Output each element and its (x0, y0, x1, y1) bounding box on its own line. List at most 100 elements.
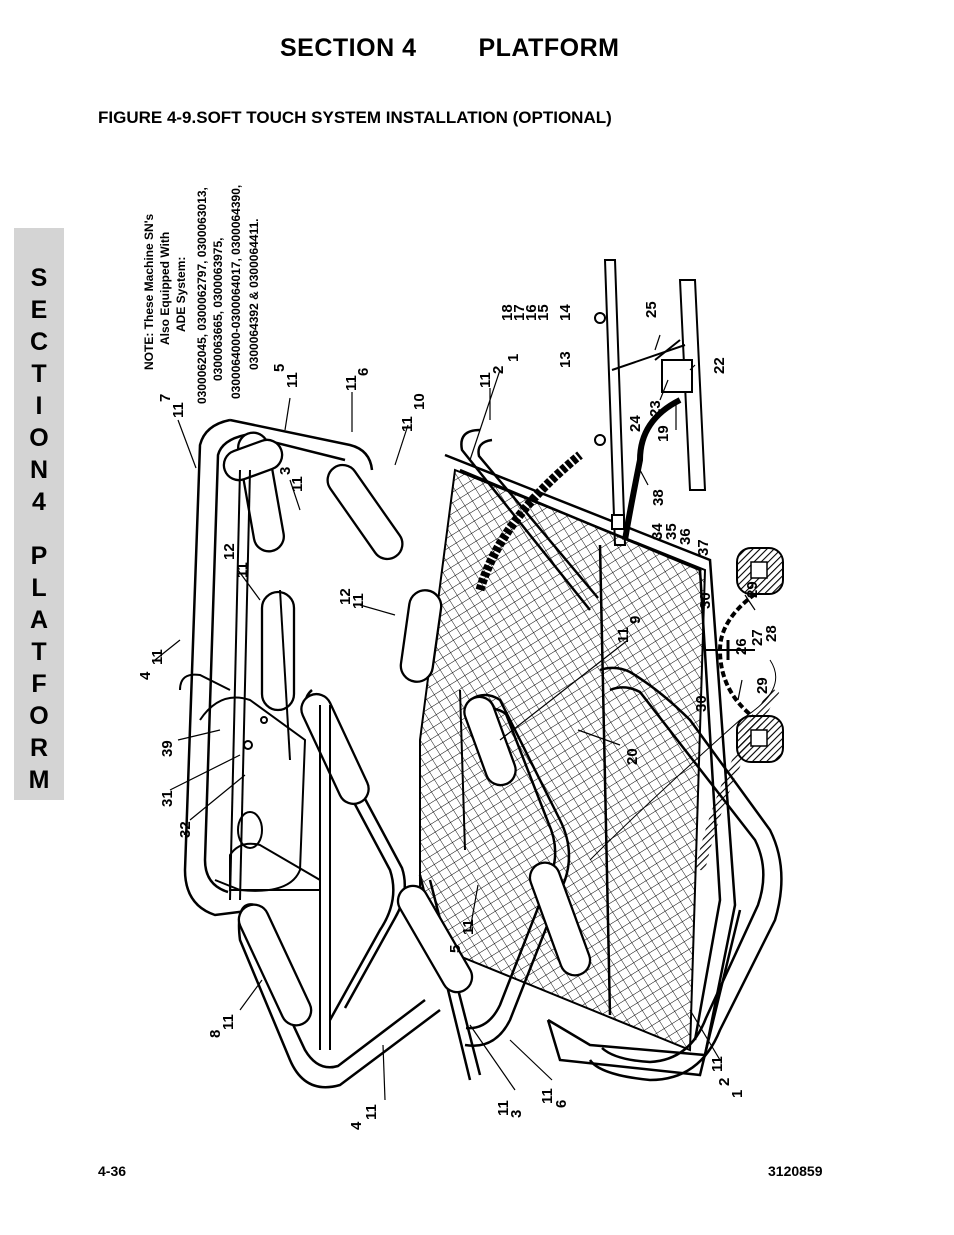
side-tab-letter: F (31, 670, 47, 698)
note-line: 0300064000-0300064017, 0300064390, (229, 185, 243, 399)
side-tab-letter: M (28, 766, 50, 794)
callout-17: 17 (511, 304, 528, 321)
callout-2: 2 (716, 1078, 733, 1086)
callout-11: 11 (363, 1104, 380, 1120)
callout-26: 26 (733, 638, 750, 655)
section-title: PLATFORM (478, 34, 620, 62)
callout-29: 29 (744, 581, 761, 598)
callout-22: 22 (711, 357, 728, 374)
detail-chain-weights (705, 547, 784, 763)
side-tab-letter: P (30, 542, 48, 570)
callout-6: 6 (355, 368, 372, 376)
note-line: NOTE: These Machine SN's (142, 213, 156, 370)
side-tab-letter: 4 (32, 488, 46, 516)
callout-5: 5 (447, 945, 464, 953)
callout-2: 2 (490, 366, 507, 374)
platform-floor-mesh (419, 468, 707, 1052)
note-line: 0300062045, 0300062797, 0300063013, (195, 187, 209, 404)
side-tab-letter: E (30, 296, 48, 324)
callout-38: 38 (650, 489, 667, 506)
callout-37: 37 (695, 539, 712, 556)
side-tab-letter: I (35, 392, 43, 420)
rail-uprights (229, 469, 466, 1050)
callout-30: 30 (697, 592, 714, 609)
soft-touch-pads (222, 431, 592, 1027)
callout-7: 7 (157, 394, 174, 402)
detail-sensor-assembly (594, 259, 707, 546)
callout-leaders (154, 334, 756, 1101)
callout-11: 11 (149, 649, 166, 665)
callout-11: 11 (460, 919, 477, 935)
callout-4: 4 (137, 671, 154, 680)
callout-11: 11 (709, 1056, 726, 1072)
callout-30: 30 (693, 695, 710, 712)
callout-11: 11 (495, 1100, 512, 1116)
callout-11: 11 (220, 1014, 237, 1030)
callout-11: 11 (289, 476, 306, 492)
side-tab-letter: T (31, 638, 47, 666)
document-number: 3120859 (768, 1163, 823, 1179)
section-side-tab: S E C T I O N 4 P L A T F O R M (14, 228, 64, 800)
callout-24: 24 (627, 415, 644, 432)
callout-11: 11 (539, 1088, 556, 1104)
page-number: 4-36 (98, 1163, 127, 1179)
callout-28: 28 (763, 625, 780, 642)
callout-11: 11 (234, 562, 251, 578)
side-tab-letter: A (29, 606, 49, 634)
callout-34: 34 (649, 523, 666, 540)
callout-39: 39 (159, 740, 176, 757)
side-tab-letter: O (29, 424, 49, 452)
note-line: Also Equipped With (158, 232, 172, 345)
callout-14: 14 (557, 304, 574, 321)
callout-6: 6 (553, 1100, 570, 1108)
callout-18: 18 (499, 304, 516, 321)
side-tab-letter: T (31, 360, 47, 388)
callout-11: 11 (170, 402, 187, 418)
callout-5: 5 (271, 364, 288, 372)
side-tab-letter: C (29, 328, 49, 356)
callout-11: 11 (399, 416, 416, 432)
callout-27: 27 (749, 629, 766, 646)
callout-labels: 7 11 5 11 11 6 11 10 11 2 1 3 11 12 11 1… (137, 301, 780, 1130)
callout-3: 3 (508, 1110, 525, 1118)
side-tab-letter: L (31, 574, 47, 602)
callout-11: 11 (343, 375, 360, 391)
callout-1: 1 (505, 354, 522, 362)
callout-9: 9 (627, 616, 644, 624)
control-console (179, 673, 321, 892)
note-line: 0300063665, 0300063975, (211, 238, 225, 381)
callout-11: 11 (350, 593, 367, 609)
callout-8: 8 (207, 1030, 224, 1038)
callout-11: 11 (284, 372, 301, 388)
callout-10: 10 (411, 393, 428, 410)
callout-12: 12 (221, 543, 238, 560)
page-header: SECTION 4 PLATFORM (280, 34, 620, 63)
callout-11: 11 (477, 372, 494, 388)
callout-1: 1 (729, 1090, 746, 1098)
callout-20: 20 (624, 748, 641, 765)
callout-32: 32 (177, 821, 194, 838)
callout-35: 35 (663, 523, 680, 540)
side-tab-letter: N (29, 456, 49, 484)
hose (475, 451, 780, 872)
callout-4: 4 (348, 1121, 365, 1130)
note-line: 0300064392 & 0300064411. (247, 219, 261, 370)
figure-title: FIGURE 4-9.SOFT TOUCH SYSTEM INSTALLATIO… (98, 108, 612, 127)
side-tab-letter: O (29, 702, 49, 730)
callout-36: 36 (677, 528, 694, 545)
callout-3: 3 (277, 467, 294, 475)
serial-number-note: NOTE: These Machine SN's Also Equipped W… (142, 185, 261, 404)
side-tab-letter: S (30, 264, 48, 292)
callout-13: 13 (557, 351, 574, 368)
callout-31: 31 (159, 790, 176, 807)
callout-29: 29 (754, 677, 771, 694)
section-label: SECTION 4 (280, 34, 417, 62)
callout-23: 23 (647, 400, 664, 417)
note-line: ADE System: (174, 257, 188, 332)
callout-25: 25 (643, 301, 660, 318)
callout-19: 19 (655, 425, 672, 442)
callout-15: 15 (535, 304, 552, 321)
side-tab-letter: R (29, 734, 49, 762)
callout-12: 12 (337, 588, 354, 605)
